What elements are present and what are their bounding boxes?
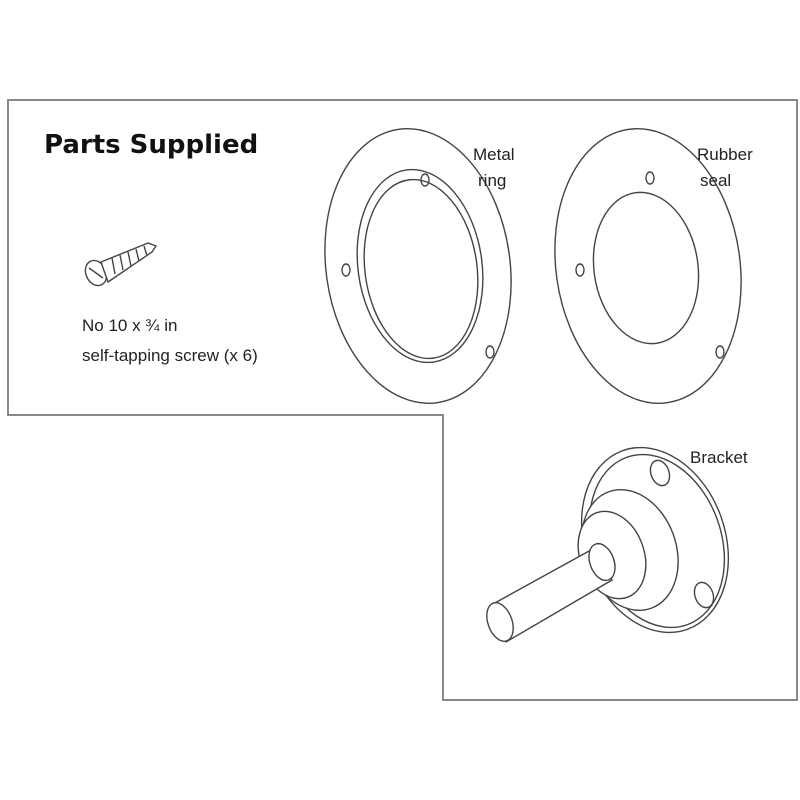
metal-ring-label-line2: ring	[478, 171, 506, 190]
rubber-seal-label-line1: Rubber	[697, 145, 753, 164]
page-title: Parts Supplied	[44, 130, 258, 160]
bracket-label: Bracket	[690, 448, 748, 467]
rubber-seal-icon	[554, 128, 742, 404]
bracket-icon	[486, 446, 730, 644]
screw-icon	[84, 242, 158, 287]
rubber-seal-label-line2: seal	[700, 171, 731, 190]
screw-label-line1: No 10 x ¾ in	[82, 316, 177, 335]
screw-label-line2: self-tapping screw (x 6)	[82, 346, 258, 365]
metal-ring-label-line1: Metal	[473, 145, 515, 164]
panel-outline	[7, 99, 798, 701]
metal-ring-icon	[324, 128, 512, 404]
